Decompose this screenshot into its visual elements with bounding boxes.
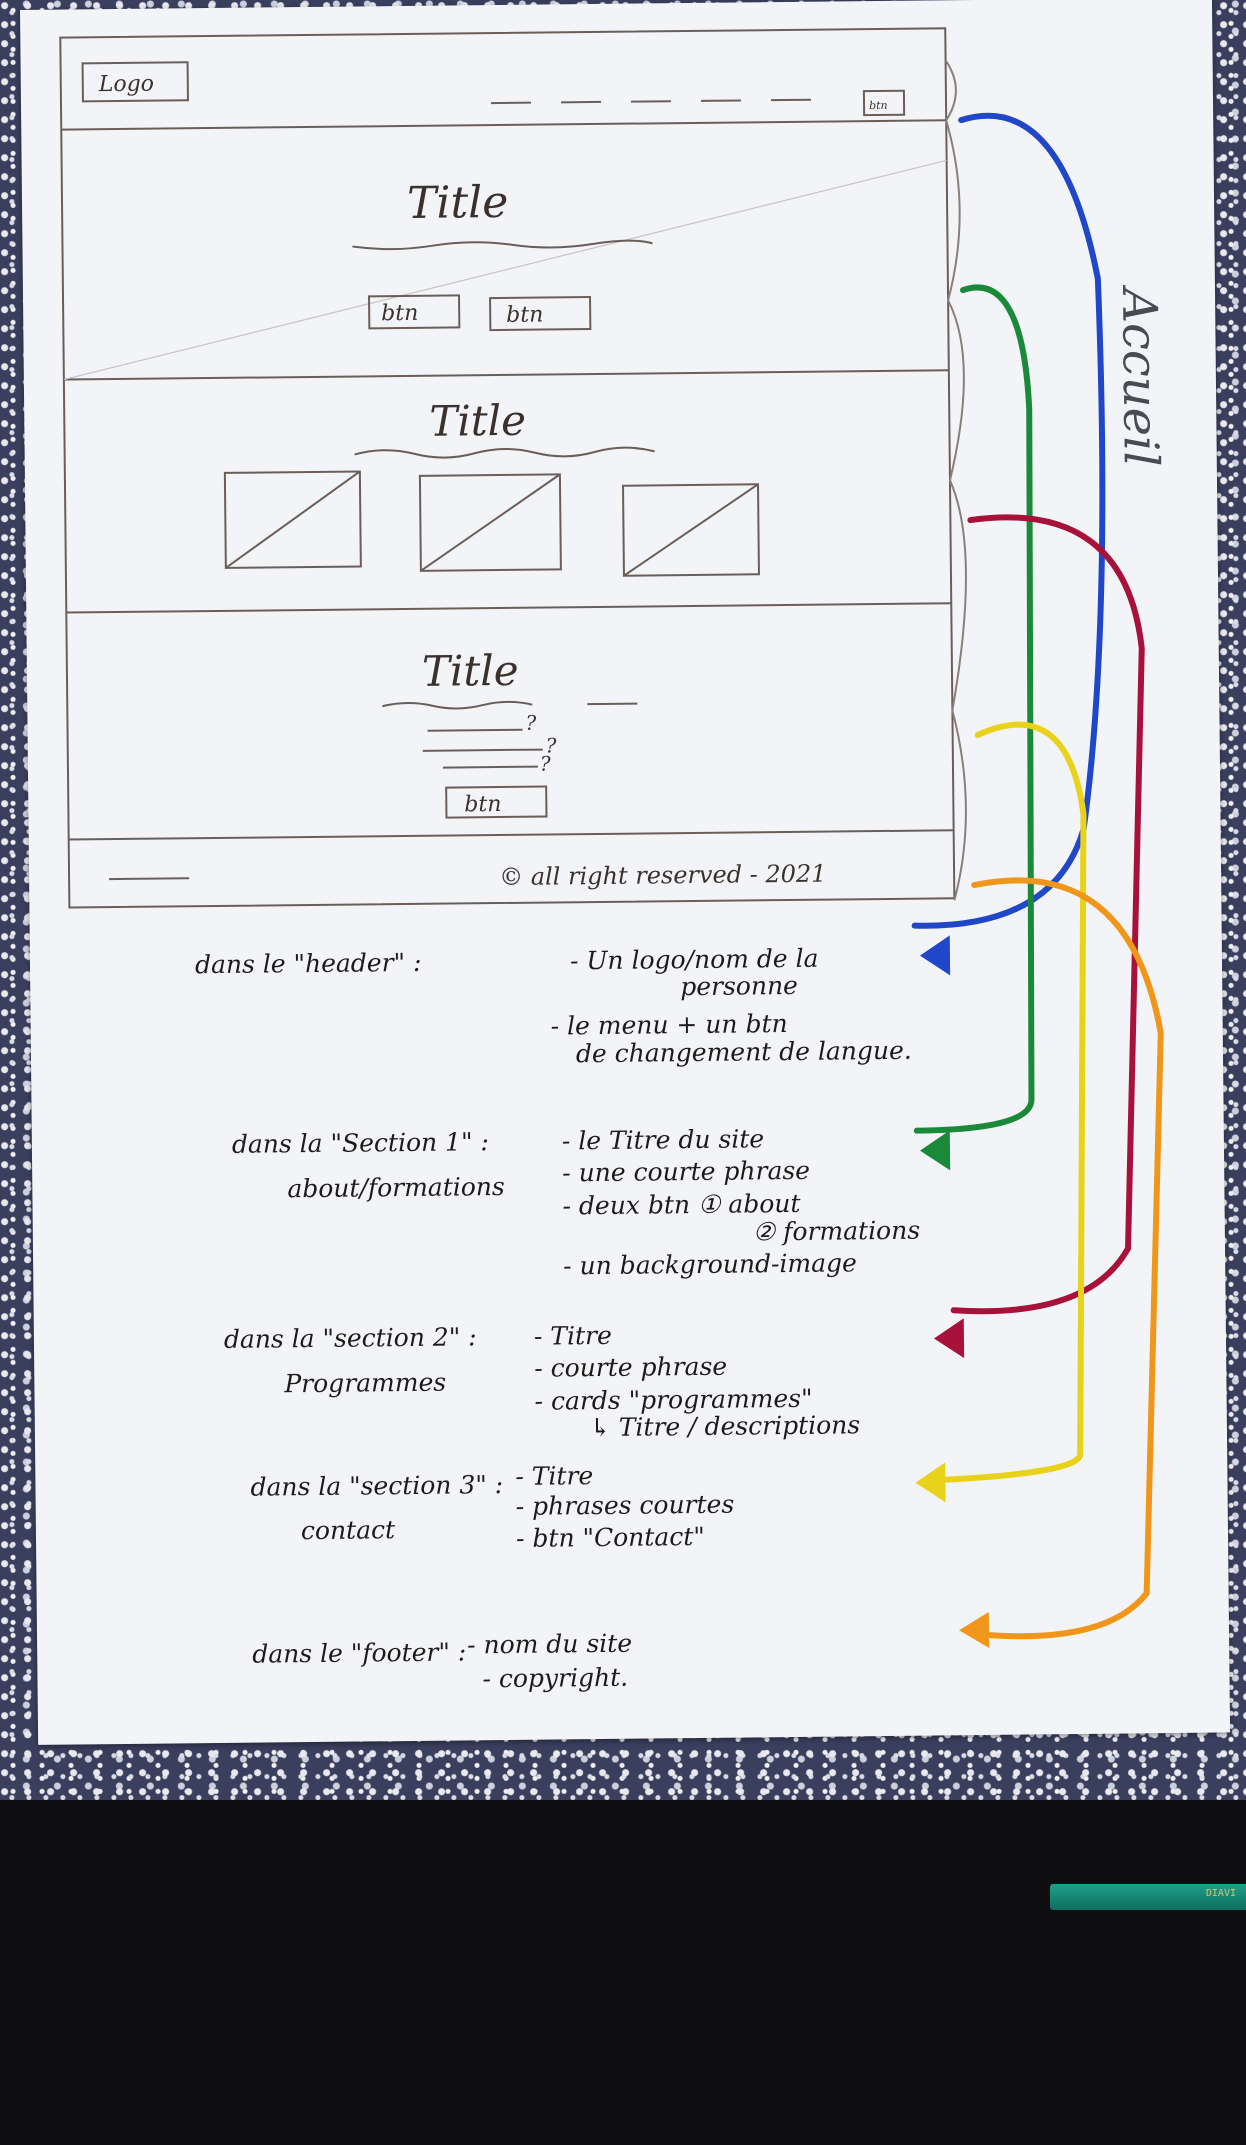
section3-btn-label: btn (464, 792, 501, 817)
note-section2: dans la "section 2" : Programmes - Titre… (224, 1321, 861, 1442)
note-section1: dans la "Section 1" : about/formations -… (232, 1124, 921, 1280)
wireframe-outline (59, 27, 956, 909)
footer-name-line (109, 877, 190, 881)
note-item: - cards "programmes" (534, 1384, 812, 1416)
section1-btn-2-label: btn (506, 303, 543, 328)
note-item: - btn "Contact" (516, 1522, 705, 1553)
question-mark: ? (540, 751, 551, 775)
paper-sheet: Logo btn Title btn btn Title Title ? ? ?… (20, 0, 1231, 1745)
section2-title: Title (429, 396, 526, 446)
footer-arrow (971, 877, 1164, 1640)
section3-subtitle-scribble (382, 700, 638, 710)
lang-button-label: btn (869, 99, 888, 112)
section3-btn-box (445, 785, 548, 819)
note-heading: dans le "header" : (195, 948, 422, 979)
program-card (622, 483, 760, 577)
section1-arrow (913, 284, 1035, 1134)
note-item: - Titre (515, 1461, 593, 1491)
card-image-cross (623, 483, 759, 577)
note-item: - nom du site (467, 1629, 632, 1660)
section2-subtitle-scribble (354, 446, 655, 459)
footer-arrowhead (959, 1611, 990, 1648)
note-item: - une courte phrase (562, 1156, 810, 1188)
note-item: ↳ Titre / descriptions (590, 1410, 861, 1442)
note-item: de changement de langue. (576, 1036, 912, 1069)
question-line (422, 748, 543, 752)
note-heading: dans la "section 2" : (224, 1322, 477, 1354)
wireframe (59, 27, 967, 909)
section1-title: Title (407, 177, 509, 229)
section1-btn-box (489, 296, 592, 332)
note-heading: about/formations (287, 1172, 505, 1203)
accueil-label: Accueil (1111, 284, 1169, 467)
section2-divider (66, 602, 952, 614)
card-image-cross (225, 470, 361, 569)
note-header: dans le "header" : - Un logo/nom de la p… (195, 944, 912, 1069)
sketch-canvas: Logo btn Title btn btn Title Title ? ? ?… (59, 27, 1169, 1694)
logo-box (81, 61, 189, 103)
note-item: - le menu + un btn (551, 1009, 788, 1040)
section3-title: Title (422, 646, 519, 696)
section3-arrowhead (915, 1462, 946, 1503)
pencil: DIAVI (1050, 1884, 1246, 1910)
note-item: - Un logo/nom de la (570, 944, 819, 976)
note-item: - copyright. (482, 1663, 628, 1694)
section1-arrowhead (919, 1130, 951, 1171)
program-card (418, 473, 562, 572)
card-image-cross (420, 473, 561, 572)
header-divider (61, 119, 947, 131)
note-item: - le Titre du site (562, 1124, 765, 1155)
question-mark: ? (525, 711, 536, 735)
question-line (427, 728, 523, 732)
note-heading: dans la "Section 1" : (232, 1127, 489, 1159)
note-item: - courte phrase (534, 1352, 727, 1383)
note-heading: contact (301, 1515, 396, 1545)
note-section3: dans la "section 3" : contact - Titre - … (250, 1461, 735, 1553)
note-heading: Programmes (283, 1368, 446, 1399)
note-item: - Titre (534, 1321, 612, 1351)
note-item: - deux btn ① about (562, 1189, 801, 1220)
header-arrow (911, 112, 1106, 929)
program-card (223, 470, 362, 569)
section3-divider (68, 829, 954, 841)
question-line (442, 765, 538, 769)
note-item: personne (680, 971, 798, 1001)
note-heading: dans le "footer" : (252, 1637, 466, 1668)
footer-copyright: © all right reserved - 2021 (499, 860, 827, 891)
note-item: - phrases courtes (516, 1490, 735, 1521)
header-arrowhead (919, 935, 951, 976)
note-item: ② formations (753, 1216, 921, 1247)
note-item: - un background-image (563, 1248, 857, 1280)
lang-button-box (862, 89, 906, 117)
accueil-bracket (944, 59, 967, 901)
section3-arrow (922, 721, 1087, 1484)
pencil-label: DIAVI (1205, 1888, 1236, 1899)
section2-arrowhead (933, 1318, 965, 1359)
background-image-diagonal (63, 159, 947, 381)
section1-btn-1-label: btn (381, 301, 418, 326)
section1-divider (63, 369, 949, 381)
question-mark: ? (546, 733, 557, 757)
note-heading: dans la "section 3" : (250, 1470, 503, 1502)
section2-arrow (950, 514, 1145, 1315)
section1-subtitle-scribble (352, 239, 653, 251)
note-footer: dans le "footer" : - nom du site - copyr… (252, 1629, 632, 1694)
section1-btn-box (368, 294, 461, 330)
logo-label: Logo (98, 72, 154, 98)
